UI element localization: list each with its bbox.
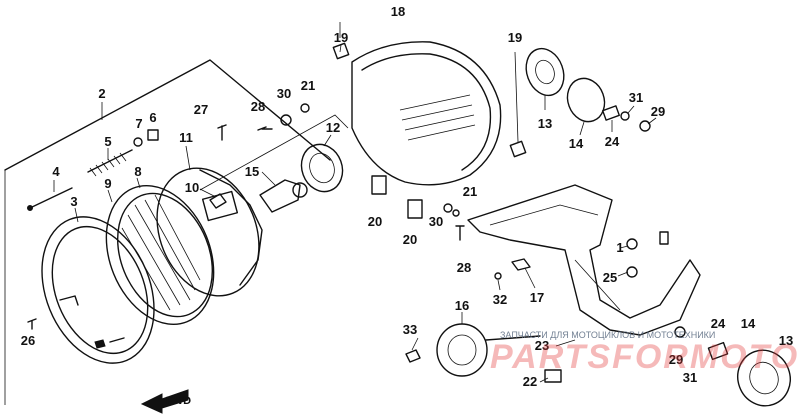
callout-33: 33: [403, 322, 417, 337]
callout-30b: 30: [429, 214, 443, 229]
callout-15: 15: [245, 164, 259, 179]
callout-26: 26: [21, 333, 35, 348]
watermark-logo: PARTSFORMOTO: [490, 338, 799, 376]
headlight-rim: [41, 216, 155, 364]
callout-29b: 29: [669, 352, 683, 367]
fwd-label: FWD: [166, 395, 191, 407]
callout-13b: 13: [779, 333, 793, 348]
callout-25: 25: [603, 270, 617, 285]
callout-32: 32: [493, 292, 507, 307]
callout-18: 18: [391, 4, 405, 19]
indicator-parts-bottom: [674, 326, 791, 407]
fwd-arrow: [140, 389, 189, 414]
callout-9: 9: [104, 176, 111, 191]
callout-24a: 24: [605, 134, 620, 149]
callout-6: 6: [149, 110, 156, 125]
callout-12: 12: [326, 120, 340, 135]
callout-28b: 28: [457, 260, 471, 275]
small-hardware-middle: [371, 175, 465, 241]
small-hardware-lower: [405, 349, 562, 383]
callout-23: 23: [535, 338, 549, 353]
callout-8: 8: [134, 164, 141, 179]
headlight-group-frame: [4, 59, 349, 405]
callout-22: 22: [523, 374, 537, 389]
callout-14b: 14: [741, 316, 756, 331]
callout-1: 1: [616, 240, 623, 255]
callout-13a: 13: [538, 116, 552, 131]
callout-2: 2: [98, 86, 105, 101]
callout-27: 27: [194, 102, 208, 117]
callout-17: 17: [530, 290, 544, 305]
callout-28a: 28: [251, 99, 265, 114]
callout-21b: 21: [463, 184, 477, 199]
callout-14a: 14: [569, 136, 584, 151]
callout-20a: 20: [368, 214, 382, 229]
headlight-bracket: [467, 184, 701, 336]
horn: [436, 323, 541, 377]
bulb: [259, 179, 308, 213]
callout-21a: 21: [301, 78, 315, 93]
headlight-body: [156, 167, 263, 297]
indicator-parts-top: [525, 47, 651, 132]
socket-cover: [300, 143, 344, 193]
callout-10: 10: [185, 180, 199, 195]
callout-3: 3: [70, 194, 77, 209]
headlight-lens: [105, 184, 215, 326]
callout-30a: 30: [277, 86, 291, 101]
callout-16: 16: [455, 298, 469, 313]
callout-29a: 29: [651, 104, 665, 119]
callout-20b: 20: [403, 232, 417, 247]
callout-numbers: 2 4 5 7 6 11 8 9 3 10 26 27 28 30 21 15 …: [21, 4, 793, 407]
callout-11: 11: [179, 130, 193, 145]
callout-19b: 19: [508, 30, 522, 45]
leader-lines: [53, 44, 657, 383]
watermark: PARTSFORMOTO ЗАПЧАСТИ ДЛЯ МОТОЦИКЛОВ И М…: [490, 330, 799, 376]
callout-24b: 24: [711, 316, 726, 331]
callout-19a: 19: [334, 30, 348, 45]
small-hardware-left: [27, 103, 310, 330]
headlight-case: [332, 22, 527, 186]
callout-5: 5: [104, 134, 111, 149]
callout-7: 7: [135, 116, 142, 131]
callout-4: 4: [52, 164, 60, 179]
watermark-text: ЗАПЧАСТИ ДЛЯ МОТОЦИКЛОВ И МОТОТЕХНИКИ: [500, 330, 715, 340]
callout-31b: 31: [683, 370, 697, 385]
callout-31a: 31: [629, 90, 643, 105]
